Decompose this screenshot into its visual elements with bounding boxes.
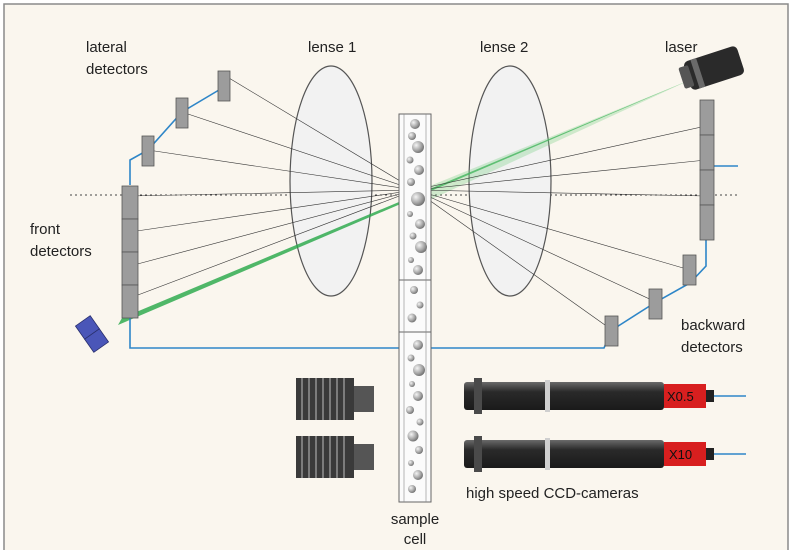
label-lense-1: lense 1 — [308, 39, 356, 56]
label-lense-2: lense 2 — [480, 39, 528, 56]
camera-cooler-top — [296, 378, 374, 420]
ccd-camera-bottom — [464, 436, 746, 472]
label-sample-1: sample — [391, 511, 439, 528]
label-backward-1: backward — [681, 317, 745, 334]
sample-bubbles — [406, 119, 427, 493]
label-lateral-1: lateral — [86, 39, 127, 56]
label-backward-2: detectors — [681, 339, 743, 356]
laser-head — [678, 46, 744, 90]
label-cameras: high speed CCD-cameras — [466, 485, 639, 502]
backward-detector-array — [699, 99, 715, 241]
front-detector-array — [121, 185, 139, 319]
label-sample-2: cell — [404, 531, 427, 548]
background-panel — [3, 3, 789, 550]
backward-side-detectors — [604, 254, 697, 347]
lens-2 — [468, 65, 552, 297]
camera-cooler-bottom — [296, 436, 374, 478]
lens-1 — [289, 65, 373, 297]
laser-beam-highlight — [408, 80, 690, 210]
ccd-camera-top — [464, 378, 746, 414]
label-front-2: detectors — [30, 243, 92, 260]
label-laser: laser — [665, 39, 698, 56]
label-lateral-2: detectors — [86, 61, 148, 78]
label-front-1: front — [30, 221, 61, 238]
laser-diode — [74, 315, 110, 353]
scatter-rays — [129, 74, 707, 331]
lateral-detectors — [141, 70, 231, 167]
zoom-tag-bottom: X10 — [669, 447, 692, 462]
zoom-tag-top: X0.5 — [667, 389, 694, 404]
